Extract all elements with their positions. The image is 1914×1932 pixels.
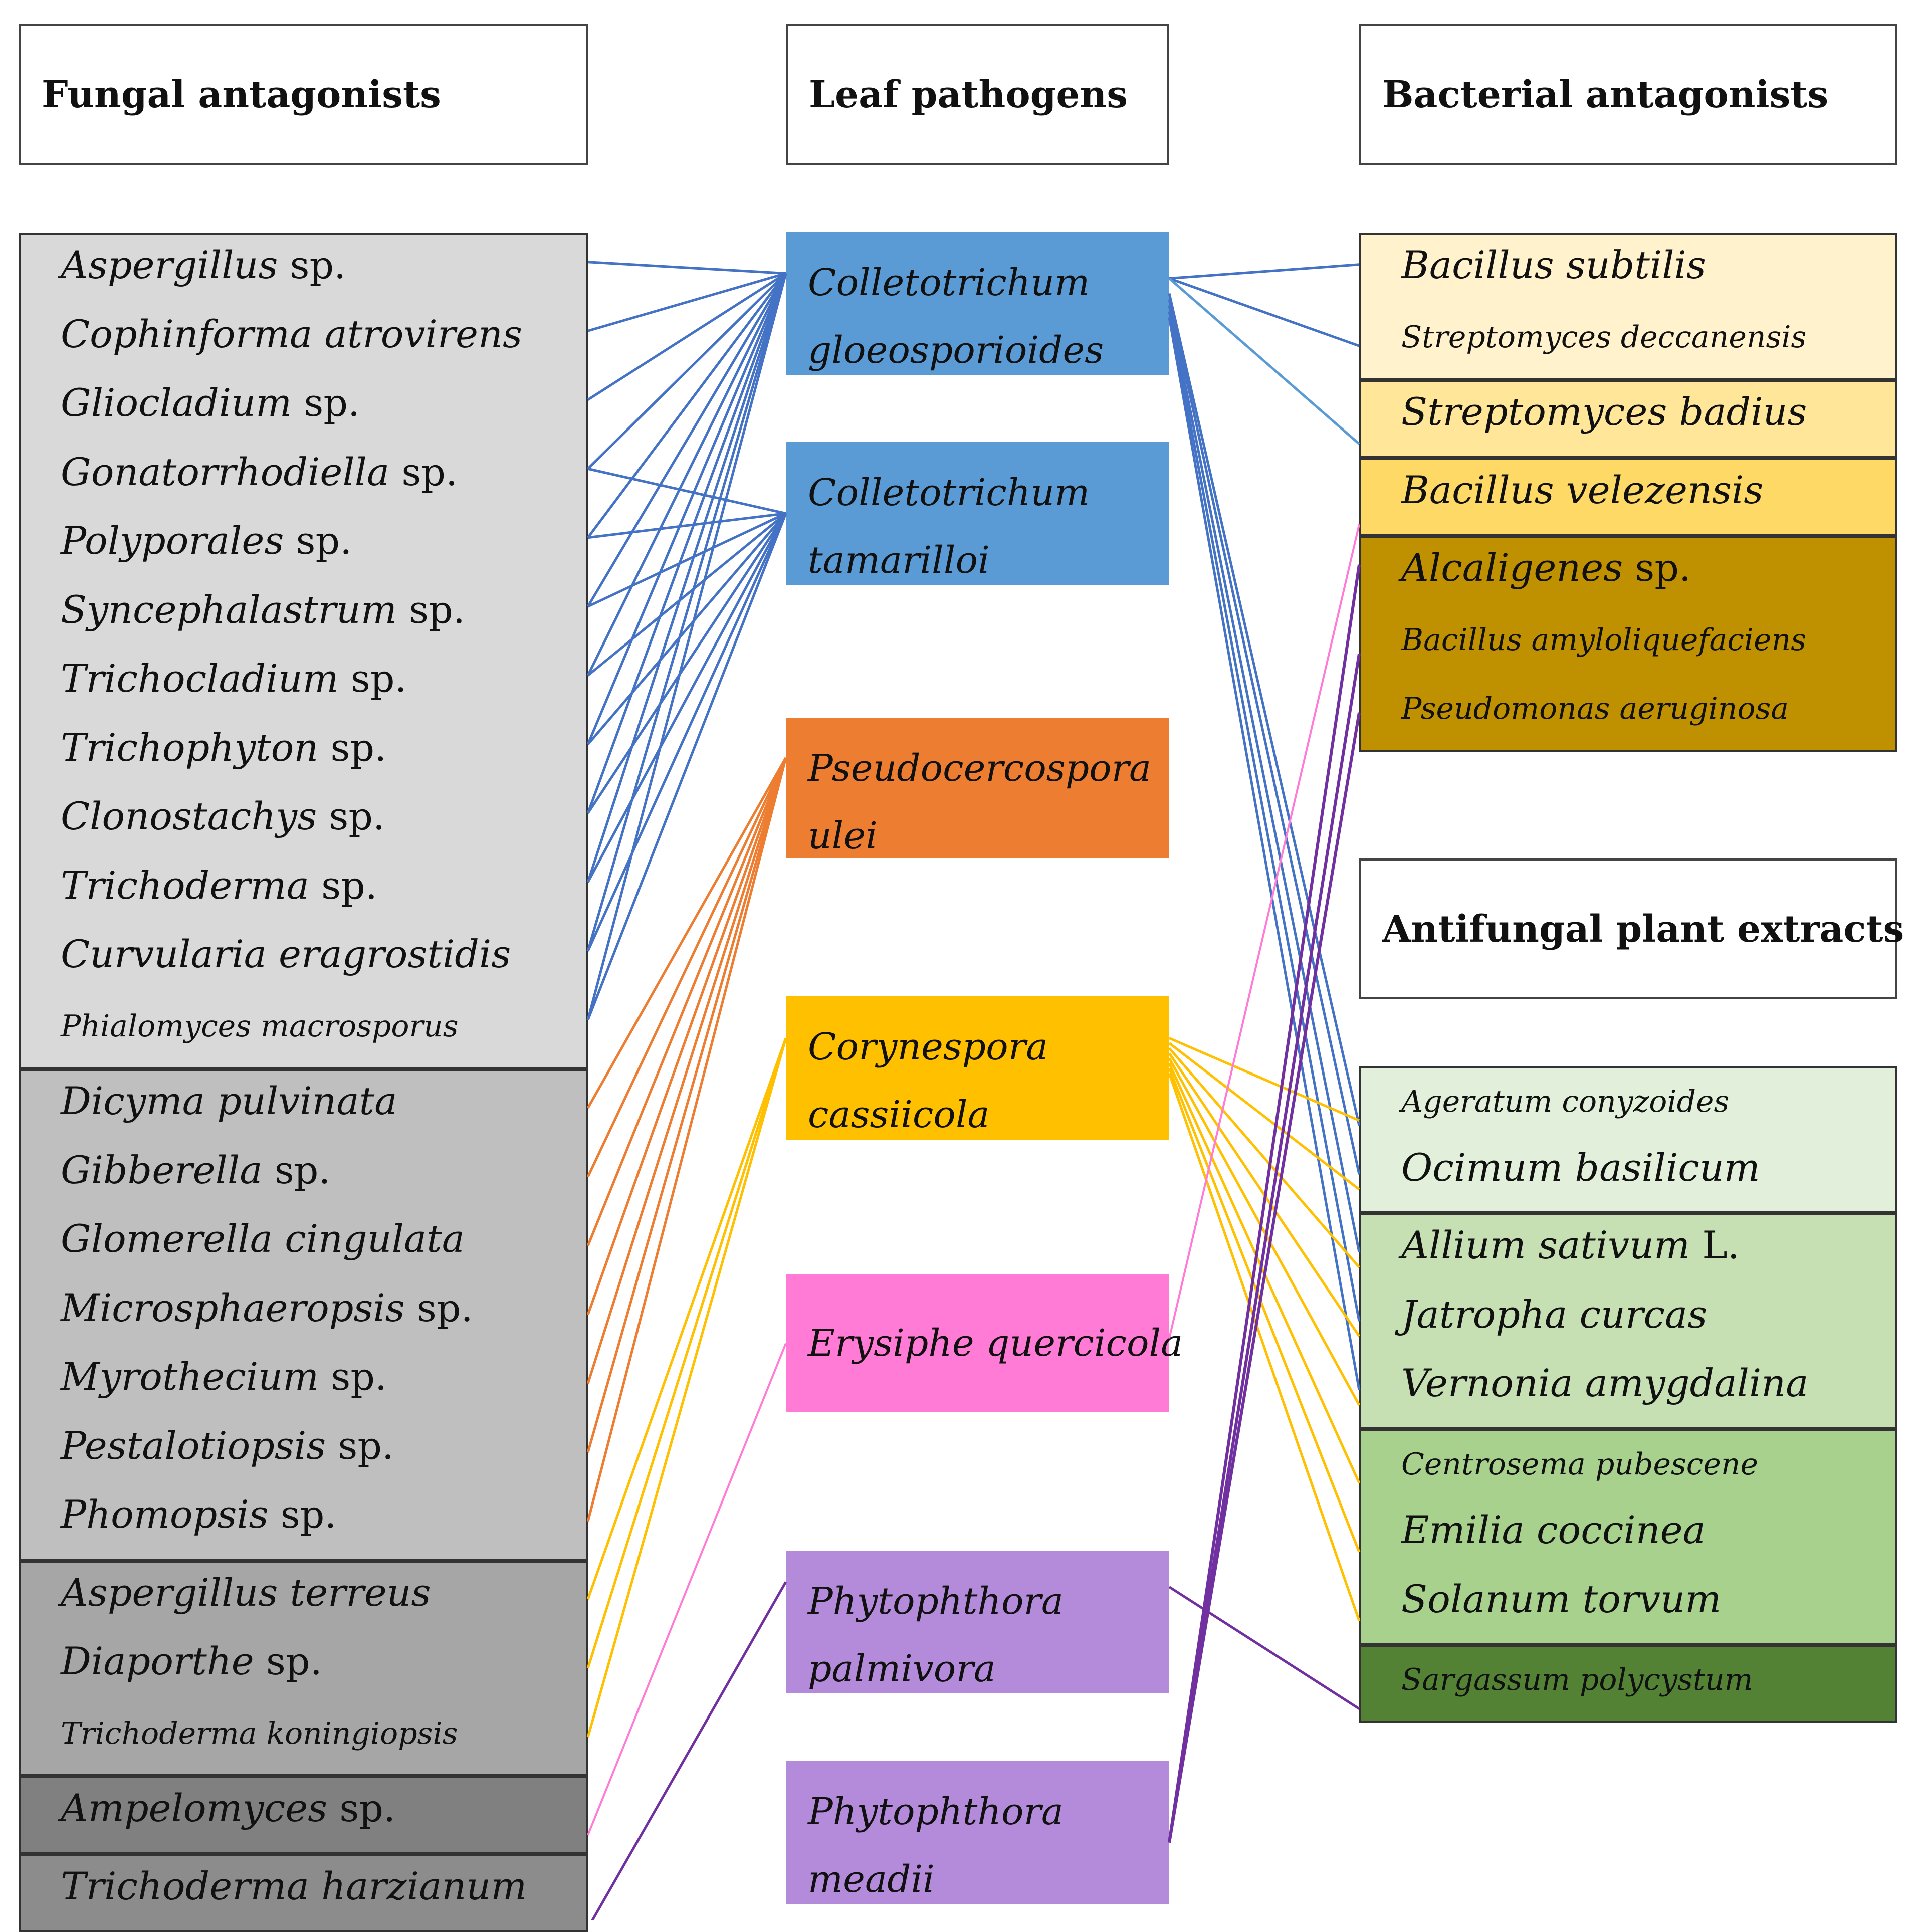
connection-line <box>1169 1068 1359 1552</box>
connection-line <box>588 758 786 1452</box>
connection-line <box>588 758 786 1246</box>
connection-line <box>588 758 786 1108</box>
connection-line <box>588 274 786 538</box>
connection-line <box>588 514 786 745</box>
connection-line <box>588 1038 786 1600</box>
connection-line <box>1169 265 1359 279</box>
connection-line <box>588 758 786 1177</box>
connection-line <box>588 514 786 538</box>
connection-line <box>1169 565 1359 1843</box>
connection-line <box>1169 524 1359 1338</box>
connection-line <box>588 1344 786 1835</box>
connection-line <box>588 758 786 1315</box>
connection-line <box>588 262 786 274</box>
connection-line <box>1169 713 1359 1843</box>
connection-line <box>1169 279 1359 346</box>
connection-line <box>1169 1074 1359 1621</box>
connection-line <box>588 514 786 883</box>
connection-line <box>588 274 786 1020</box>
connection-line <box>588 274 786 745</box>
connection-line <box>588 1038 786 1668</box>
connection-line <box>1169 300 1359 1175</box>
connection-line <box>1169 312 1359 1322</box>
